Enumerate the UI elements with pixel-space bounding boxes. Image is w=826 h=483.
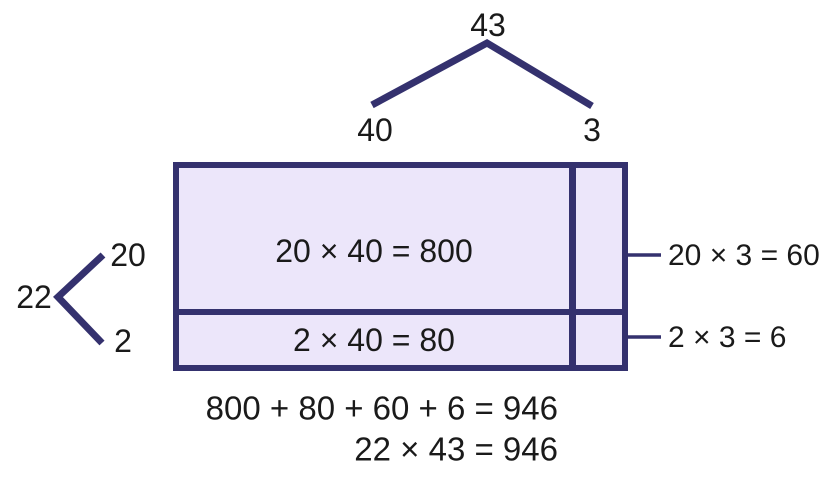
cell-2x40: 2 × 40 = 80	[293, 322, 455, 358]
area-model-rectangle: 20 × 40 = 800 2 × 40 = 80	[173, 162, 628, 371]
top-bond-whole: 43	[470, 7, 506, 43]
top-number-bond-lines	[370, 38, 594, 110]
product-equation: 22 × 43 = 946	[354, 430, 558, 468]
horizontal-divider	[179, 309, 622, 315]
left-bond-part-top: 20	[110, 237, 146, 273]
left-number-bond-lines	[53, 252, 106, 346]
label-20x3: 20 × 3 = 60	[668, 239, 820, 272]
addition-equation: 800 + 80 + 60 + 6 = 946	[205, 389, 558, 427]
top-bond-part-left: 40	[357, 112, 393, 148]
top-bond-part-right: 3	[583, 112, 601, 148]
left-bond-whole: 22	[16, 279, 52, 315]
label-2x3: 2 × 3 = 6	[668, 321, 787, 354]
vertical-divider	[569, 168, 576, 365]
left-bond-part-bottom: 2	[114, 323, 132, 359]
cell-20x40: 20 × 40 = 800	[275, 233, 473, 269]
